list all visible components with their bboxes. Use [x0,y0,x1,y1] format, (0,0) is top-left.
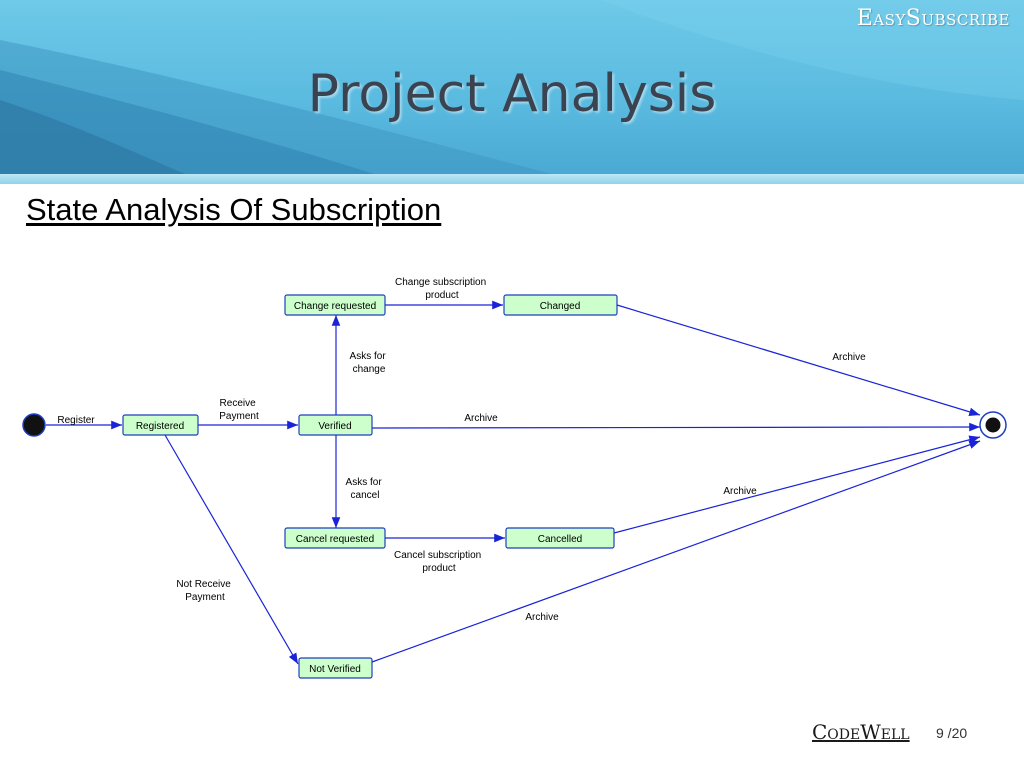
state-registered-label: Registered [136,421,184,432]
state-cancelled-label: Cancelled [538,534,582,545]
state-change-requested [284,294,386,316]
edge-archive-verified [371,422,981,432]
label-not-receive-payment-line2: Payment [185,592,225,603]
label-change-subscription-line2: product [425,290,459,301]
state-changed [503,294,618,316]
label-asks-for-change-line2: change [353,364,386,375]
label-not-receive-payment: Not Receive Payment [176,579,233,603]
label-register: Register [57,415,95,426]
state-cancelled [505,527,615,549]
label-archive-verified: Archive [464,413,498,424]
label-cancel-subscription-line2: product [422,563,456,574]
slide-title: Project Analysis [307,64,717,124]
edge-not-receive-payment [164,434,299,665]
label-cancel-subscription-product: Cancel subscription product [394,550,484,574]
label-not-receive-payment-line1: Not Receive [176,579,231,590]
state-change-requested-label: Change requested [294,301,376,312]
edge-archive-not-verified [371,440,981,663]
final-state-core [985,417,1001,433]
label-cancel-subscription-line1: Cancel subscription [394,550,481,561]
label-archive-cancelled: Archive [723,486,757,497]
label-change-subscription-line1: Change subscription [395,277,486,288]
label-asks-for-change: Asks for change [350,351,389,375]
state-not-verified [298,657,373,679]
slide-header [0,0,1024,176]
state-cancel-requested-label: Cancel requested [296,534,374,545]
state-registered [122,414,199,436]
label-receive-payment: Receive Payment [219,398,259,422]
state-changed-label: Changed [540,301,581,312]
label-asks-for-cancel: Asks for cancel [346,477,385,501]
initial-state-node [22,413,46,437]
label-change-subscription-product: Change subscription product [395,277,489,301]
section-title: State Analysis Of Subscription [26,192,442,227]
edge-archive-cancelled [613,435,981,534]
brand-name: EasySubscribe [856,6,1010,31]
state-not-verified-label: Not Verified [309,664,361,675]
label-asks-for-cancel-line2: cancel [351,490,380,501]
state-cancel-requested [284,527,386,549]
state-verified-label: Verified [318,421,351,432]
label-archive-changed: Archive [832,352,866,363]
header-wave-decoration [0,0,1024,176]
label-asks-for-cancel-line1: Asks for [346,477,383,488]
page-number: 9 /20 [936,725,968,741]
edge-archive-changed [616,304,981,417]
header-strip [0,174,1024,184]
label-archive-not-verified: Archive [525,612,559,623]
footer-brand: CodeWell [812,720,910,744]
label-receive-payment-line1: Receive [220,398,257,409]
state-verified [298,414,373,436]
label-asks-for-change-line1: Asks for [350,351,387,362]
label-receive-payment-line2: Payment [219,411,259,422]
